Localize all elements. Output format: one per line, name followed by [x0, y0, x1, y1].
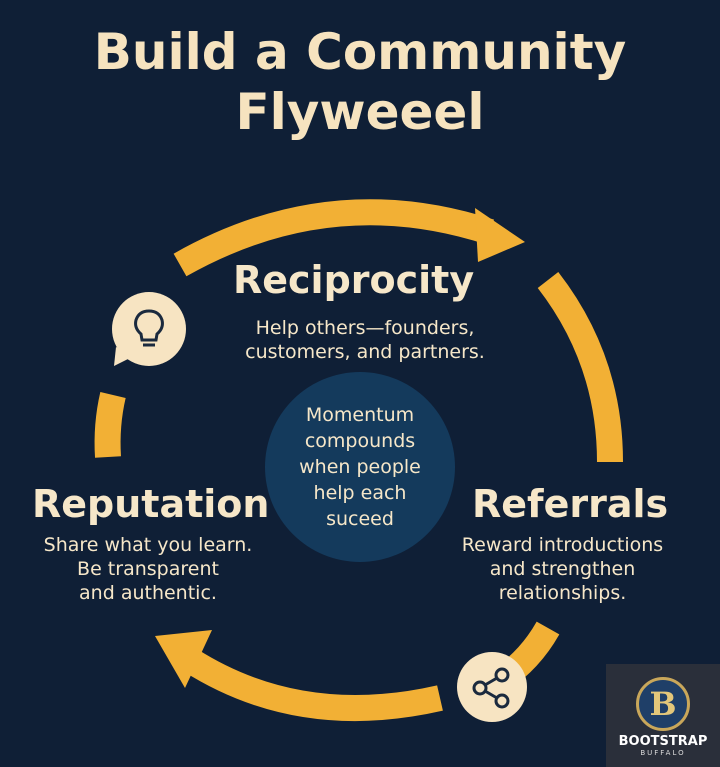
stage-desc-reciprocity: Help others—founders,customers, and part…: [245, 317, 485, 363]
logo-text: BOOTSTRAP: [618, 734, 708, 749]
bootstrap-buffalo-logo: B BOOTSTRAP BUFFALO: [606, 664, 720, 767]
stage-heading-referrals: Referrals: [472, 482, 669, 526]
arc-right: [537, 272, 623, 463]
center-circle: Momentum compounds when people help each…: [265, 372, 455, 562]
stage-heading-reciprocity: Reciprocity: [233, 258, 475, 302]
logo-emblem: B: [636, 677, 690, 731]
arc-left: [94, 392, 126, 458]
stage-heading-reputation: Reputation: [32, 482, 270, 526]
arrow-top: [173, 199, 495, 277]
arrowhead-top: [475, 208, 525, 262]
center-text: Momentum compounds when people help each…: [299, 404, 421, 530]
share-icon: [457, 652, 527, 722]
lightbulb-icon: [112, 292, 186, 366]
logo-subtext: BUFFALO: [640, 749, 686, 757]
arrow-bottom: [183, 649, 443, 721]
arrowhead-bottom: [155, 630, 212, 688]
